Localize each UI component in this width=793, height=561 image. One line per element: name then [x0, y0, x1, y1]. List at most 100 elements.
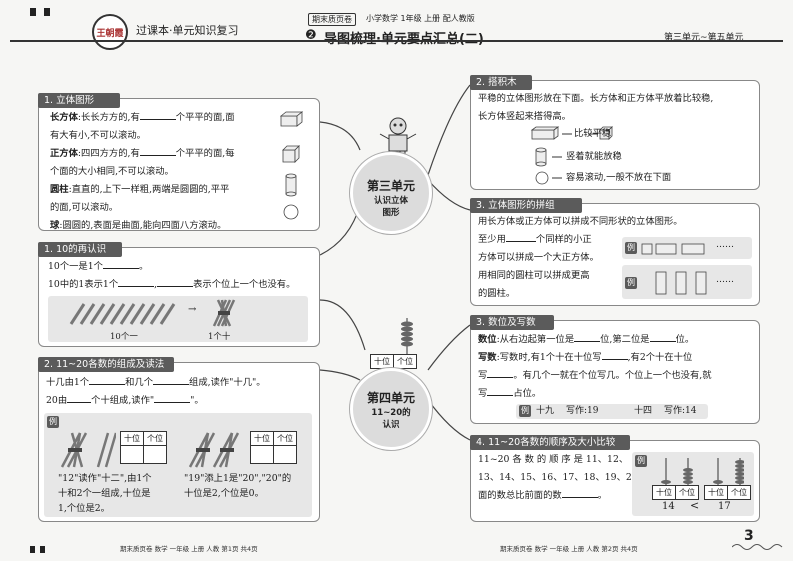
answer-blank[interactable]: [157, 277, 194, 287]
term-sphere: 球: [50, 220, 60, 231]
abacus-cell: [273, 445, 297, 464]
example-badge: 例: [47, 416, 59, 428]
answer-blank[interactable]: [601, 350, 628, 360]
answer-blank[interactable]: [89, 375, 126, 385]
text-fragment: 十几由1个: [46, 377, 90, 388]
text-fragment: :写数时,有1个十在十位写: [496, 352, 602, 363]
header-badge: 期末质页卷: [308, 13, 356, 26]
text-fragment: "。: [190, 395, 204, 406]
text-fragment: ,有2个十在十位: [627, 352, 693, 363]
header-left-title: 过课本·单元知识复习: [136, 24, 239, 37]
term-digit-place: 数位: [478, 334, 497, 345]
answer-blank[interactable]: [139, 146, 176, 156]
header-ones: 个位: [143, 431, 167, 446]
cuboid-text: 长方体:长长方方的,有个平平的面,面 有大有小,不可以滚动。 正方体:四四方方的…: [50, 109, 235, 235]
place-value-table: 十位个位: [652, 485, 699, 500]
text-fragment: 个平平的面,面: [175, 112, 235, 123]
text-fragment: 至少用: [478, 234, 506, 245]
unit-title: 第三单元: [366, 179, 415, 193]
panel-title: 2. 11~20各数的组成及读法: [38, 357, 174, 372]
answer-blank[interactable]: [561, 488, 598, 498]
order-text: 11~20 各 数 的 顺 序 是 11、12、 13、14、15、16、17、…: [478, 451, 650, 505]
composition-text: 十几由1个和几个组成,读作"十几"。 20由个十组成,读作""。: [46, 374, 266, 410]
answer-blank[interactable]: [574, 332, 601, 342]
brand-logo: 王朝霞: [92, 14, 128, 50]
header-tens: 十位: [652, 485, 676, 500]
text-fragment: 写: [478, 388, 488, 399]
crop-mark: [30, 546, 35, 553]
place-value-table: 十位个位: [250, 431, 297, 464]
abacus-cell: [120, 445, 144, 464]
answer-blank[interactable]: [118, 277, 155, 287]
page-number: 3: [744, 528, 754, 544]
text-fragment: "12"读作"十二",由1个: [58, 473, 152, 484]
crop-mark: [30, 8, 36, 16]
term-cuboid: 长方体: [50, 112, 78, 123]
solid-shapes-illustration: [280, 111, 304, 220]
example-word: 十九: [536, 406, 555, 416]
text-fragment: 写: [478, 370, 488, 381]
text-fragment: :圆圆的,表面是曲面,能向四面八方滚动。: [59, 220, 227, 231]
ten-text: 10个一是1个。 10中的1表示1个,表示个位上一个也没有。: [48, 258, 295, 294]
bundle-icon: [60, 432, 116, 468]
crop-mark: [40, 546, 45, 553]
answer-blank[interactable]: [67, 393, 92, 403]
text-fragment: 1,个位是2。: [58, 503, 110, 514]
answer-blank[interactable]: [487, 386, 514, 396]
text-fragment: 13、14、15、16、17、18、19、20,后: [478, 472, 650, 483]
text-fragment: 平稳的立体图形放在下面。长方体和正方体平放着比较稳,: [478, 93, 714, 104]
number-left: 14: [662, 501, 675, 512]
section-number-icon: ❷: [305, 28, 317, 43]
sticks-figure: → 10个一 1个十: [48, 296, 308, 342]
header-tens: 十位: [250, 431, 274, 446]
answer-blank[interactable]: [505, 232, 536, 242]
header-ones: 个位: [675, 485, 699, 500]
number-right: 17: [718, 501, 731, 512]
unit-title: 第四单元: [366, 391, 415, 405]
abacus-icon: [661, 458, 744, 486]
unit-3-node: 第三单元 认识立体 图形: [350, 152, 432, 234]
text-fragment: 和几个: [125, 377, 154, 388]
place-value-label: 十位个位: [370, 354, 417, 369]
text-fragment: :从右边起第一位是: [496, 334, 575, 345]
ellipsis: ……: [716, 240, 734, 250]
ellipsis: ……: [716, 275, 734, 285]
bundle-icon: [212, 299, 236, 327]
text-fragment: 位。: [675, 334, 695, 345]
term-writing: 写数: [478, 352, 497, 363]
text-fragment: :四四方方的,有: [77, 148, 140, 159]
panel-title: 1. 立体图形: [38, 93, 120, 108]
answer-blank[interactable]: [102, 259, 139, 269]
answer-blank[interactable]: [649, 332, 676, 342]
text-fragment: ,: [154, 279, 158, 290]
footer-right: 期末质页卷 数学 一年级 上册 人教 第2页 共4页: [500, 545, 638, 553]
example-written: 写作:19: [566, 406, 599, 416]
panel-title: 2. 搭积木: [470, 75, 532, 90]
header-ones: 个位: [273, 431, 297, 446]
crop-mark: [44, 8, 50, 16]
answer-blank[interactable]: [153, 375, 190, 385]
abacus-cell: [143, 445, 167, 464]
text-fragment: 长方体竖起来搭得高。: [478, 111, 571, 122]
header-tens: 十位: [120, 431, 144, 446]
text-fragment: 有大有小,不可以滚动。: [50, 130, 146, 141]
answer-blank[interactable]: [139, 110, 176, 120]
label-stable: 比较平稳: [574, 128, 612, 139]
answer-blank[interactable]: [487, 368, 514, 378]
cubes-icon: [641, 243, 705, 255]
caption: 10个一: [110, 332, 138, 342]
text-fragment: 个平平的面,每: [175, 148, 235, 159]
assembly-example-cylinders: 例 ……: [622, 265, 752, 299]
example-badge: 例: [519, 405, 531, 417]
text-fragment: 位,第二位是: [600, 334, 650, 345]
header-ones: 个位: [727, 485, 751, 500]
text-fragment: 10中的1表示1个: [48, 279, 119, 290]
example-badge: 例: [635, 455, 647, 467]
text-fragment: 的面,可以滚动。: [50, 202, 119, 213]
header-tens: 十位: [370, 354, 394, 369]
example-badge: 例: [625, 242, 637, 254]
caption: 1个十: [208, 332, 231, 342]
answer-blank[interactable]: [154, 393, 191, 403]
label-rolls: 容易滚动,一般不放在下面: [566, 172, 672, 183]
